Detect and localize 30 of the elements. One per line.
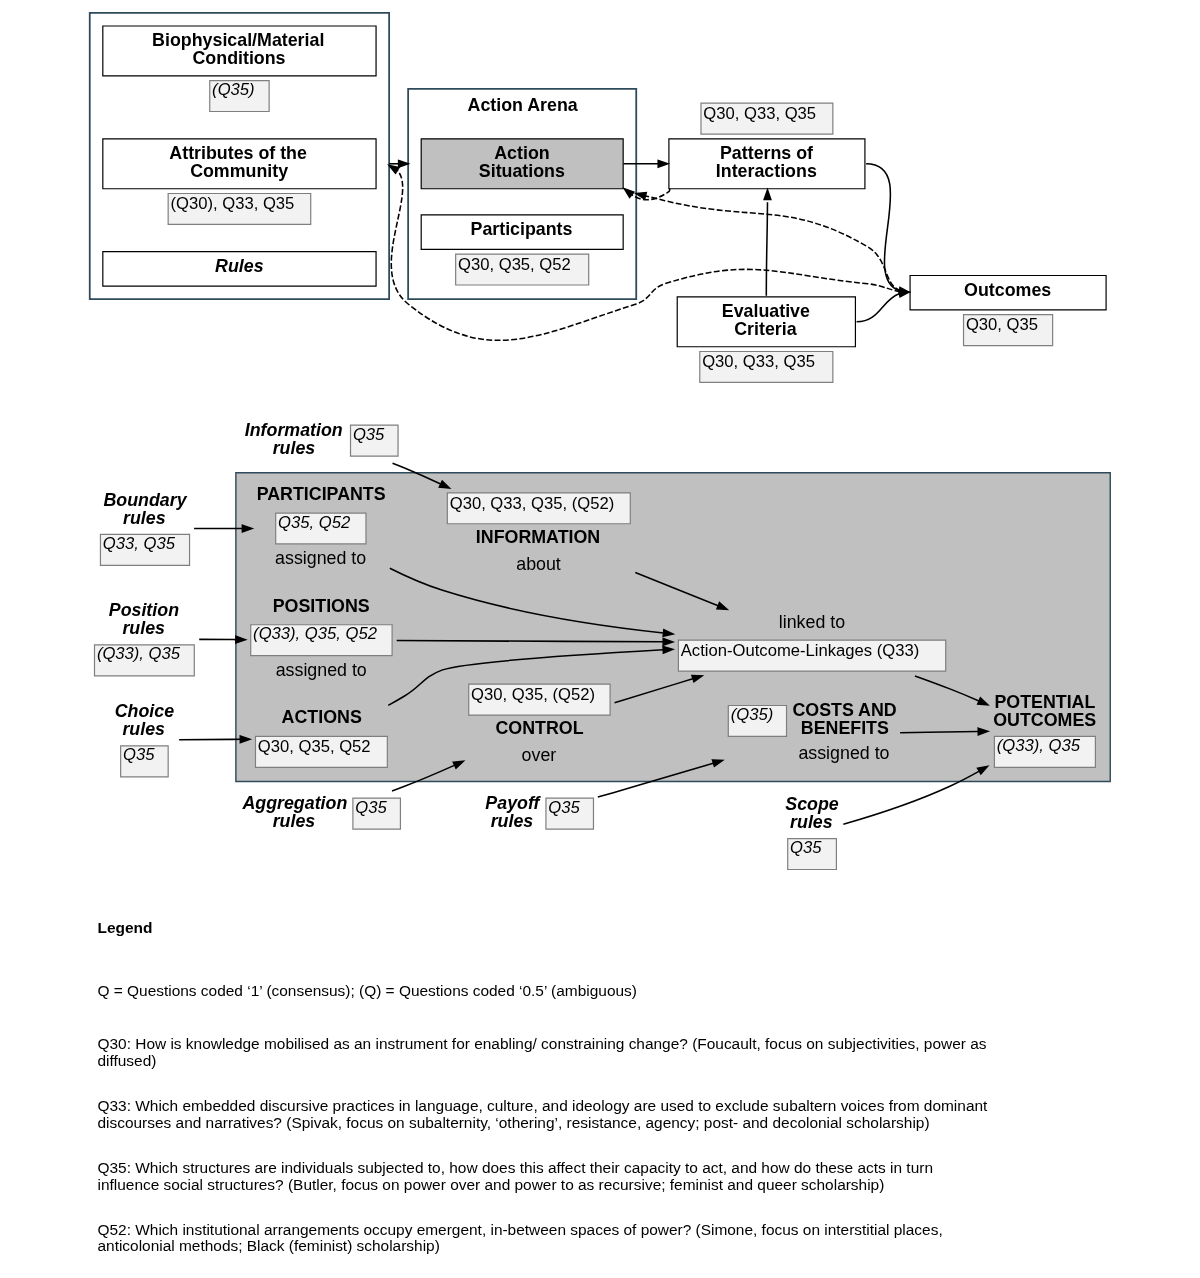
node-label: Boundary rules: [103, 489, 187, 528]
label: Q35: Which structures are individuals subjected to, how does this affect their capacity to act, and how do these acts in turn influence social structures? (Butler, focus on power over and power to as recursive; feminist and queer scholarship): [97, 1158, 933, 1193]
node-label: assigned to: [275, 659, 367, 680]
node-label: Position rules: [108, 600, 180, 639]
node-label: about: [516, 554, 561, 575]
node-label: assigned to: [275, 548, 367, 569]
node-label: INFORMATION: [475, 526, 601, 547]
node-label: (Q30), Q33, Q35: [170, 194, 295, 214]
node-label: CONTROL: [495, 718, 584, 739]
node-label: ACTIONS: [281, 707, 362, 728]
node-label: Aggregation rules: [242, 792, 348, 831]
node-label: POSITIONS: [272, 595, 370, 616]
label: Q = Questions coded ‘1’ (consensus); (Q) = Questions coded ‘0.5’ (ambiguous): [97, 981, 637, 999]
node-label: Q30, Q33, Q35: [703, 103, 817, 123]
node-label: over: [521, 745, 557, 766]
node-label: Payoff rules: [485, 792, 540, 831]
node-label: Information rules: [244, 419, 343, 458]
label: Q52: Which institutional arrangements occupy emergent, in-between spaces of power? (Simone, focus on interstitial places, anticolonial methods; Black (feminist) scholarship): [97, 1220, 943, 1255]
node-label: (Q35): [212, 80, 255, 100]
node-label: Q30, Q33, Q35: [702, 352, 815, 372]
label: Q30: How is knowledge mobilised as an instrument for enabling/ constraining change? (Foucault, focus on subjectivities, power as diffused): [97, 1035, 987, 1069]
node-label: COSTS AND BENEFITS: [792, 700, 897, 739]
label: Legend: [97, 918, 153, 936]
node-label: Choice rules: [114, 701, 175, 740]
node-label: assigned to: [798, 742, 890, 763]
node-label: POTENTIAL OUTCOMES: [993, 691, 1097, 730]
label: Q33: Which embedded discursive practices in language, culture, and ideology are used to exclude subaltern voices from dominant discourses and narratives? (Spivak, focus on subalternity, ‘othering’, resistance, agency; post- and decolonial scholarship): [97, 1097, 988, 1131]
node-label: linked to: [778, 612, 846, 633]
node-label: Scope rules: [785, 794, 839, 832]
node-label: PARTICIPANTS: [256, 484, 386, 504]
